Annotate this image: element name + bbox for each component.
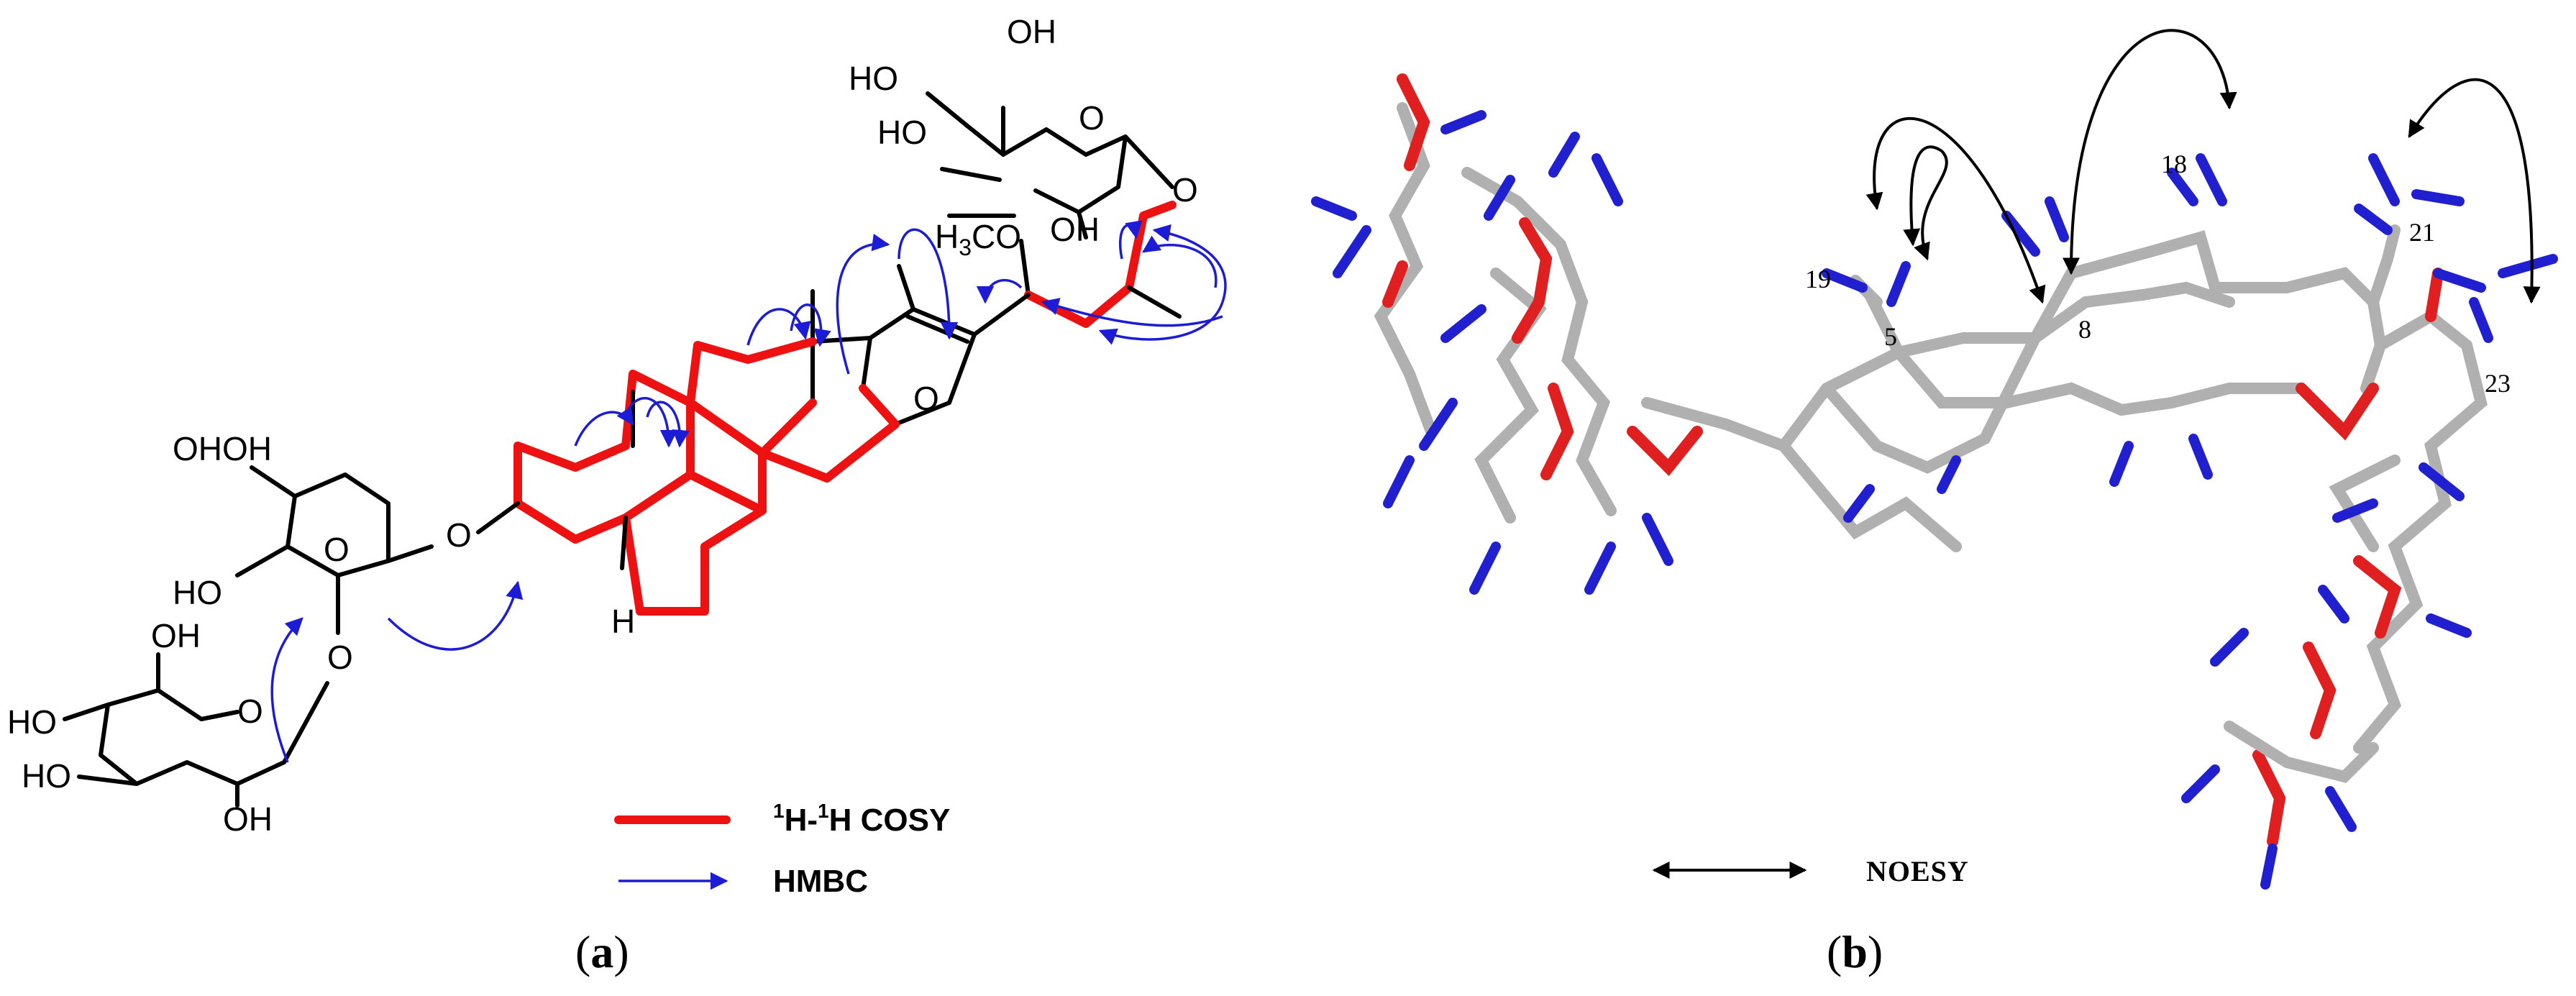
glucose-ring bbox=[63, 652, 329, 808]
atom-o-ring-top: O bbox=[1079, 99, 1105, 137]
legend-hmbc-label: HMBC bbox=[773, 864, 868, 899]
atom-number-23: 23 bbox=[2485, 369, 2511, 398]
atom-o-furan: O bbox=[913, 380, 939, 417]
atom-ho-2: HO bbox=[877, 114, 927, 151]
atom-ho-glc2: HO bbox=[22, 757, 71, 795]
atom-o-gal2: O bbox=[327, 639, 353, 676]
atom-oh-top: OH bbox=[1007, 13, 1056, 50]
legend-cosy-label: 1H-1H COSY bbox=[773, 800, 950, 838]
panel-a-structure: OH HO HO OH O O H3CO bbox=[7, 13, 1227, 977]
atom-h-5: H bbox=[611, 603, 635, 640]
atom-o-3: O bbox=[446, 516, 472, 554]
atom-ho-glc1: HO bbox=[7, 703, 57, 741]
left-sugar-cluster bbox=[1311, 73, 1962, 595]
atom-number-18: 18 bbox=[2161, 150, 2187, 178]
atom-number-8: 8 bbox=[2078, 315, 2091, 344]
legend-panel-a: 1H-1H COSY HMBC bbox=[614, 800, 950, 899]
atom-oh-glc2: OH bbox=[223, 800, 273, 838]
panel-a-label: (a) bbox=[575, 926, 629, 977]
atom-o-gal: O bbox=[324, 531, 350, 568]
legend-panel-b: NOESY bbox=[1652, 855, 1969, 887]
atom-number-19: 19 bbox=[1805, 265, 1831, 293]
top-sugar-ring bbox=[926, 91, 1174, 239]
atom-ohoh: OHOH bbox=[173, 430, 272, 467]
legend-noesy-label: NOESY bbox=[1866, 855, 1969, 887]
atom-number-21: 21 bbox=[2409, 218, 2435, 247]
panel-b-label: (b) bbox=[1827, 926, 1883, 977]
atom-number-5: 5 bbox=[1884, 322, 1897, 351]
panel-b-3d-model: 19 5 8 18 21 23 NOESY (b) bbox=[1311, 29, 2558, 977]
right-sugar-cluster bbox=[2181, 339, 2488, 890]
atom-oh-glc: OH bbox=[151, 617, 201, 654]
steroid-rings bbox=[476, 264, 977, 616]
atom-o-glc: O bbox=[237, 693, 263, 730]
atom-o-link-top: O bbox=[1172, 171, 1198, 209]
atom-h3co: H3CO bbox=[935, 218, 1021, 260]
noesy-correlations bbox=[1865, 29, 2541, 304]
galactose-ring bbox=[235, 465, 434, 635]
atom-ho-gal: HO bbox=[173, 574, 222, 611]
hmbc-correlations bbox=[270, 220, 1227, 763]
atom-oh-3: OH bbox=[1050, 211, 1100, 248]
atom-ho-1: HO bbox=[849, 60, 898, 97]
